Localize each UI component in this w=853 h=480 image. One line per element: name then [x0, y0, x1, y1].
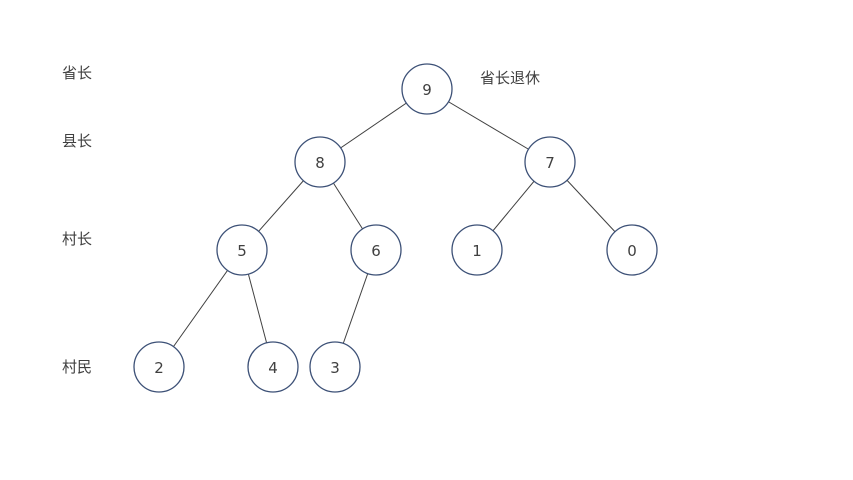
tree-node-4: 4	[247, 341, 299, 393]
node-value: 5	[237, 242, 247, 260]
node-value: 4	[268, 359, 278, 377]
node-circle	[216, 224, 268, 276]
tree-node-2: 2	[133, 341, 185, 393]
row-label-provincial-governor: 省长	[62, 64, 93, 82]
node-value: 2	[154, 359, 164, 377]
row-label-county-head: 县长	[62, 132, 93, 150]
node-value: 3	[330, 359, 340, 377]
tree-nodes: 9 8 7 5 6 1 0	[133, 63, 658, 393]
node-circle	[133, 341, 185, 393]
node-value: 0	[627, 242, 637, 260]
tree-node-9: 9	[401, 63, 453, 115]
node-circle	[524, 136, 576, 188]
node-circle	[350, 224, 402, 276]
node-value: 9	[422, 81, 432, 99]
tree-node-0: 0	[606, 224, 658, 276]
tree-node-5: 5	[216, 224, 268, 276]
node-value: 1	[472, 242, 482, 260]
row-label-villager: 村民	[62, 358, 93, 376]
annotation-governor-retires: 省长退休	[480, 69, 541, 87]
node-circle	[451, 224, 503, 276]
tree-node-7: 7	[524, 136, 576, 188]
tree-node-3: 3	[309, 341, 361, 393]
tree-node-1: 1	[451, 224, 503, 276]
node-circle	[294, 136, 346, 188]
node-circle	[309, 341, 361, 393]
node-value: 6	[371, 242, 381, 260]
node-circle	[606, 224, 658, 276]
node-value: 8	[315, 154, 325, 172]
node-value: 7	[545, 154, 555, 172]
tree-node-8: 8	[294, 136, 346, 188]
node-circle	[247, 341, 299, 393]
tree-node-6: 6	[350, 224, 402, 276]
node-circle	[401, 63, 453, 115]
row-label-village-head: 村长	[62, 230, 93, 248]
